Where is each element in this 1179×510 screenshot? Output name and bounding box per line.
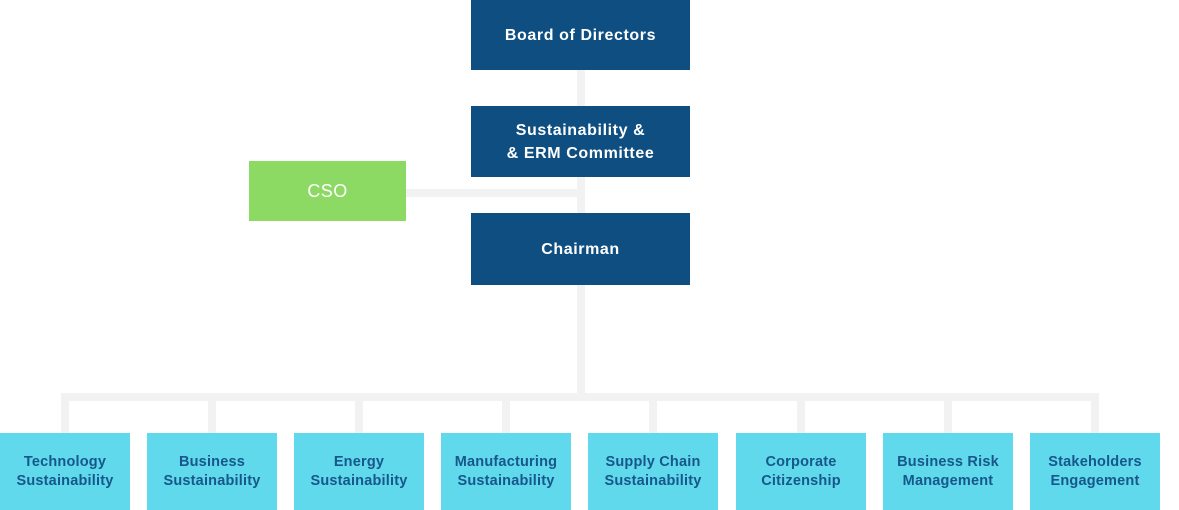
distribution-horizontal-connector <box>61 393 1099 401</box>
node-cso: CSO <box>249 161 406 221</box>
node-label: Chairman <box>541 240 620 258</box>
node-manufacturing-sustainability: Manufacturing Sustainability <box>441 433 571 510</box>
node-label-line2: Sustainability <box>16 472 114 489</box>
node-label-line1: Business Risk <box>897 453 999 470</box>
node-label-line1: Sustainability & <box>515 121 646 139</box>
node-label-line2: Sustainability <box>310 472 408 489</box>
node-board-of-directors: Board of Directors <box>471 0 690 70</box>
node-energy-sustainability: Energy Sustainability <box>294 433 424 510</box>
drop-connector <box>944 397 952 433</box>
drop-connector <box>797 397 805 433</box>
node-label-line2: Sustainability <box>604 472 702 489</box>
node-label-line2: Management <box>902 472 994 489</box>
node-label: Board of Directors <box>504 26 657 44</box>
node-stakeholders-engagement: Stakeholders Engagement <box>1030 433 1160 510</box>
node-business-sustainability: Business Sustainability <box>147 433 277 510</box>
node-label-line1: Business <box>178 453 246 470</box>
node-label-line2: & ERM Committee <box>506 144 655 162</box>
node-label-line2: Sustainability <box>457 472 555 489</box>
node-label-line1: Supply Chain <box>605 453 701 470</box>
cso-horizontal-connector <box>406 189 581 197</box>
node-technology-sustainability: Technology Sustainability <box>0 433 130 510</box>
node-corporate-citizenship: Corporate Citizenship <box>736 433 866 510</box>
node-label-line2: Sustainability <box>163 472 261 489</box>
node-supply-chain-sustainability: Supply Chain Sustainability <box>588 433 718 510</box>
node-label-line1: Manufacturing <box>454 453 558 470</box>
node-business-risk-management: Business Risk Management <box>883 433 1013 510</box>
node-sustainability-erm-committee: Sustainability & & ERM Committee <box>471 106 690 177</box>
drop-connector <box>61 397 69 433</box>
drop-connector <box>355 397 363 433</box>
node-label-line2: Engagement <box>1050 472 1140 489</box>
drop-connector <box>208 397 216 433</box>
node-label-line1: Technology <box>23 453 107 470</box>
node-label-line1: Corporate <box>765 453 837 470</box>
node-label-line2: Citizenship <box>761 472 841 489</box>
drop-connector <box>502 397 510 433</box>
drop-connector <box>649 397 657 433</box>
node-chairman: Chairman <box>471 213 690 285</box>
node-label-line1: Stakeholders <box>1048 453 1142 470</box>
drop-connector <box>1091 397 1099 433</box>
node-label: CSO <box>307 180 348 201</box>
node-label-line1: Energy <box>333 453 385 470</box>
